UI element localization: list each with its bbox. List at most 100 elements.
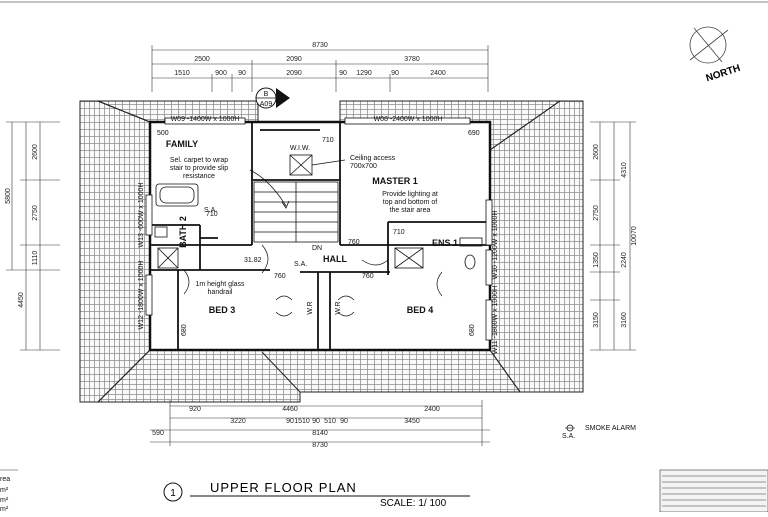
- dim-top-overall: 8730: [312, 42, 328, 49]
- ceiling-note-1: Ceiling access: [350, 155, 396, 162]
- sheet-title-block: [659, 469, 768, 513]
- wardrobe-lines: [183, 244, 443, 317]
- dim-bottom-overall: 8730: [312, 442, 328, 449]
- dim-right-overall: 10070: [631, 226, 638, 246]
- carpet-note-1: Sel. carpet to wrap: [170, 157, 228, 164]
- dim-top2-2: 900: [215, 70, 227, 77]
- dim-bottom2-5: 510: [324, 418, 336, 425]
- section-marker: B A09: [255, 87, 290, 109]
- dim-top2-5: 90: [339, 70, 347, 77]
- door-width-bed3: 760: [274, 273, 286, 280]
- area-fragment-1: rea: [0, 476, 10, 483]
- window-label-w13: W13 -600W x 1000H: [138, 183, 145, 248]
- dim-bottom2-3: 1510: [294, 418, 310, 425]
- room-label-family: FAMILY: [166, 139, 198, 149]
- dim-top-1: 2500: [194, 56, 210, 63]
- left-dimensions: [6, 121, 60, 351]
- window-bands: [145, 117, 493, 341]
- drawing-scale: SCALE: 1/ 100: [380, 498, 447, 509]
- room-label-ens: ENS 1: [432, 238, 458, 248]
- smoke-alarm-label-hall: S.A.: [294, 261, 307, 268]
- handrail-note-1: 1m height glass: [195, 281, 245, 288]
- dim-top-2: 2090: [286, 56, 302, 63]
- dim-right-4: 1350: [593, 252, 600, 268]
- dim-top2-6: 1290: [356, 70, 372, 77]
- dim-left-3: 1110: [32, 251, 39, 266]
- dim-top2-4: 2090: [286, 70, 302, 77]
- dim-680-right: 680: [469, 324, 476, 336]
- room-label-master: MASTER 1: [372, 176, 418, 186]
- staircase: [249, 169, 339, 243]
- dim-bottom2-1: 3220: [230, 418, 246, 425]
- right-dimensions: [590, 121, 636, 351]
- carpet-note-3: resistance: [183, 173, 215, 180]
- bottom-dimensions: [150, 400, 490, 446]
- interior-walls: [150, 122, 490, 350]
- dim-bottom-590: 590: [152, 430, 164, 437]
- dim-left-overall: 5800: [5, 188, 12, 204]
- dim-top2-8: 2400: [430, 70, 446, 77]
- lighting-note-3: the stair area: [390, 207, 431, 214]
- dim-right-2: 4310: [621, 162, 628, 178]
- smoke-alarm-legend-symbol: S.A.: [562, 433, 575, 440]
- smoke-alarm-legend-label: SMOKE ALARM: [585, 425, 636, 432]
- dim-top2-1: 1510: [174, 70, 190, 77]
- dim-top2-7: 90: [391, 70, 399, 77]
- dim-bottom-3: 2400: [424, 406, 440, 413]
- section-letter: B: [264, 91, 269, 98]
- door-width-bed4: 760: [362, 273, 374, 280]
- dim-right-5: 2240: [621, 252, 628, 268]
- dim-right-7: 3160: [621, 312, 628, 328]
- north-label: NORTH: [705, 63, 742, 84]
- dim-left-2: 2750: [32, 205, 39, 221]
- door-width-ens: 710: [393, 229, 405, 236]
- room-label-hall: HALL: [323, 254, 347, 264]
- dim-500: 500: [157, 130, 169, 137]
- handrail-note-2: handrail: [208, 289, 233, 296]
- smoke-alarm-label-family: S.A.: [204, 207, 217, 214]
- dim-690: 690: [468, 130, 480, 137]
- door-width-bath: 710: [206, 211, 218, 218]
- dim-680-left: 680: [181, 324, 188, 336]
- carpet-note-2: stair to provide slip: [170, 165, 228, 172]
- window-label-w12: W12 -1800W x 1000H: [138, 261, 145, 330]
- dim-top2-3: 90: [238, 70, 246, 77]
- dim-bottom2-7: 3450: [404, 418, 420, 425]
- north-arrow: NORTH: [689, 26, 742, 84]
- level-note: 31.82: [244, 257, 262, 264]
- dim-bottom2-6: 90: [340, 418, 348, 425]
- stair-down-label: DN: [312, 245, 322, 252]
- dim-bottom2-4: 90: [312, 418, 320, 425]
- room-label-bed3: BED 3: [209, 305, 236, 315]
- bath-fixtures: [154, 183, 483, 270]
- smoke-alarm-legend: SMOKE ALARM S.A.: [562, 424, 636, 440]
- lighting-note-1: Provide lighting at: [382, 191, 438, 198]
- ceiling-access-hatch: [289, 154, 346, 176]
- drawing-title: UPPER FLOOR PLAN: [210, 480, 357, 495]
- door-width-wiw: 710: [322, 137, 334, 144]
- drawing-title-block: 1 UPPER FLOOR PLAN SCALE: 1/ 100: [163, 480, 470, 509]
- window-label-w11: W11 -1800W x 1000H: [492, 286, 499, 354]
- drawing-callout-number: 1: [170, 488, 176, 499]
- area-fragment-3: m²: [0, 497, 9, 504]
- room-label-wiw: W.I.W.: [290, 145, 310, 152]
- window-label-w08: W08 -2400W x 1000H: [374, 116, 443, 123]
- room-label-bed4: BED 4: [407, 305, 434, 315]
- lighting-note-2: top and bottom of: [383, 199, 438, 206]
- window-label-w10: W10 -1200W x 1000H: [492, 211, 499, 280]
- section-sheet: A09: [260, 101, 273, 108]
- area-schedule-fragment: rea m² m² m²: [0, 469, 18, 513]
- roof-outline: [79, 100, 584, 403]
- wardrobe-label-bed4: W.R: [335, 301, 342, 314]
- dim-top-3: 3780: [404, 56, 420, 63]
- dim-left-1: 2600: [32, 144, 39, 160]
- dim-bottom-2: 4460: [282, 406, 298, 413]
- dim-bottom-8140: 8140: [312, 430, 328, 437]
- dim-bottom-1: 920: [189, 406, 201, 413]
- dim-right-3: 2750: [593, 205, 600, 221]
- top-dimensions: [151, 45, 489, 92]
- area-fragment-4: m²: [0, 506, 9, 512]
- door-width-master: 760: [348, 239, 360, 246]
